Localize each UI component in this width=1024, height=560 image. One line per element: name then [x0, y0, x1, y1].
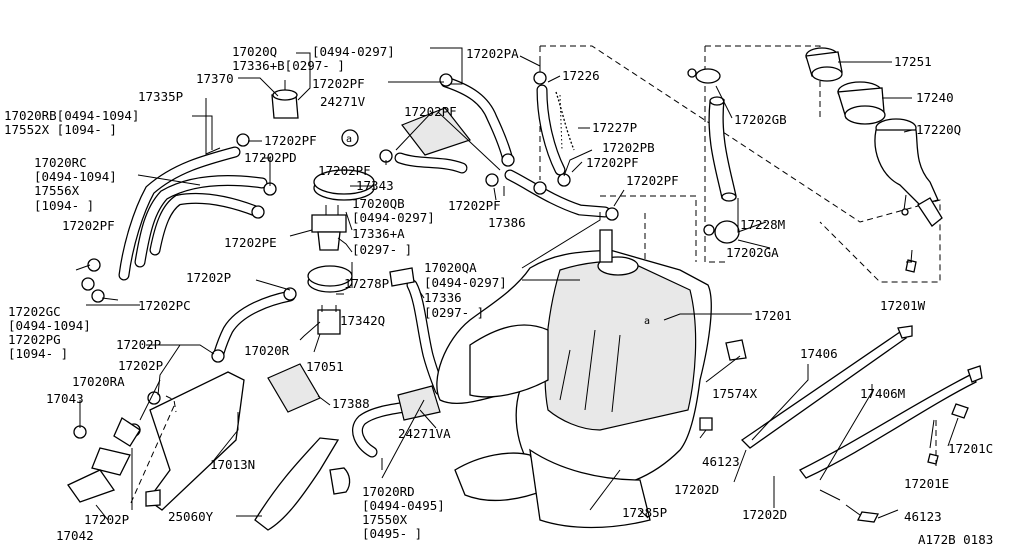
label-17201W: 17201W	[880, 298, 926, 313]
label-17202PB: 17202PB	[602, 140, 655, 155]
ref-marker-a-1: a	[346, 134, 352, 145]
label-17226: 17226	[562, 68, 600, 83]
label-17202GA: 17202GA	[726, 245, 779, 260]
label-17020QB: 17020QB	[352, 196, 405, 211]
small-parts	[67, 80, 969, 523]
label-17202PF-e: 17202PF	[586, 155, 639, 170]
leader-lines	[75, 47, 959, 521]
label-17201: 17201	[754, 308, 792, 323]
label-17020RD: 17020RD	[362, 484, 415, 499]
label-17202PG-range: [1094- ]	[8, 346, 68, 361]
label-17020QA: 17020QA	[424, 260, 477, 275]
label-17020Q-range: [0494-0297]	[312, 44, 395, 59]
label-17043: 17043	[46, 391, 84, 406]
label-17285P: 17285P	[622, 505, 667, 520]
label-17020QA-range: [0494-0297]	[424, 275, 507, 290]
label-17202PF-f: 17202PF	[626, 173, 679, 188]
label-17020RB: 17020RB[0494-1094]	[4, 108, 139, 123]
label-17020RC-range: [0494-1094]	[34, 169, 117, 184]
label-17202PD: 17202PD	[244, 150, 297, 165]
label-46123-a: 46123	[702, 454, 740, 469]
label-17202P-b: 17202P	[116, 337, 161, 352]
fuel-hoses	[118, 76, 611, 458]
label-17202GB: 17202GB	[734, 112, 787, 127]
label-17550X-range: [0495- ]	[362, 526, 422, 541]
label-17020QB-range: [0494-0297]	[352, 210, 435, 225]
label-17202GC: 17202GC	[8, 304, 61, 319]
label-25060Y: 25060Y	[168, 509, 214, 524]
label-17386: 17386	[488, 215, 526, 230]
label-17020RC: 17020RC	[34, 155, 87, 170]
label-17202P-d: 17202P	[84, 512, 129, 527]
label-17550X: 17550X	[362, 512, 408, 527]
label-17202PE: 17202PE	[224, 235, 277, 250]
label-17201E: 17201E	[904, 476, 949, 491]
label-24271V: 24271V	[320, 94, 366, 109]
label-17020R: 17020R	[244, 343, 290, 358]
label-17202PF-h: 17202PF	[62, 218, 115, 233]
diagram-id: A172B 0183	[918, 532, 993, 547]
label-17202GC-range: [0494-1094]	[8, 318, 91, 333]
label-17251: 17251	[894, 54, 932, 69]
label-17336A: 17336+A	[352, 226, 405, 241]
label-17042: 17042	[56, 528, 94, 543]
label-17552X: 17552X [1094- ]	[4, 122, 117, 137]
label-17228M: 17228M	[740, 217, 785, 232]
label-17574X: 17574X	[712, 386, 758, 401]
label-17227P: 17227P	[592, 120, 637, 135]
label-17202PC: 17202PC	[138, 298, 191, 313]
label-17336A-range: [0297- ]	[352, 242, 412, 257]
label-17556X-range: [1094- ]	[34, 198, 94, 213]
label-17202PF-c: 17202PF	[264, 133, 317, 148]
label-17220Q: 17220Q	[916, 122, 961, 137]
label-17020Q: 17020Q	[232, 44, 277, 59]
label-17370: 17370	[196, 71, 234, 86]
hose-clamps	[81, 71, 657, 437]
filler-neck-assembly	[687, 47, 943, 273]
label-46123-b: 46123	[904, 509, 942, 524]
label-17202PF-b: 17202PF	[404, 104, 457, 119]
label-17556X: 17556X	[34, 183, 80, 198]
label-17013N: 17013N	[210, 457, 255, 472]
label-17202PG: 17202PG	[8, 332, 61, 347]
label-17201C: 17201C	[948, 441, 993, 456]
ref-marker-a-2: a	[644, 316, 650, 327]
label-17343: 17343	[356, 178, 394, 193]
label-17336B: 17336+B[0297- ]	[232, 58, 345, 73]
label-17202P-c: 17202P	[118, 358, 163, 373]
label-17336-range: [0297- ]	[424, 305, 484, 320]
label-17406M: 17406M	[860, 386, 905, 401]
label-24271VA: 24271VA	[398, 426, 451, 441]
label-17202PF-g: 17202PF	[448, 198, 501, 213]
label-17342Q: 17342Q	[340, 313, 385, 328]
part-labels: 17020Q [0494-0297] 17336+B[0297- ] 17202…	[4, 44, 993, 547]
label-17278P: 17278P	[344, 276, 389, 291]
label-17020RA: 17020RA	[72, 374, 125, 389]
label-17335P: 17335P	[138, 89, 183, 104]
label-17336: 17336	[424, 290, 462, 305]
label-17051: 17051	[306, 359, 344, 374]
label-17240: 17240	[916, 90, 954, 105]
label-17202PF-a: 17202PF	[312, 76, 365, 91]
tank-straps	[145, 325, 983, 531]
label-17388: 17388	[332, 396, 370, 411]
label-17020RD-range: [0494-0495]	[362, 498, 445, 513]
fuel-tank	[436, 229, 712, 529]
label-17202D-a: 17202D	[674, 482, 719, 497]
label-17202P-a: 17202P	[186, 270, 231, 285]
label-17202PA: 17202PA	[466, 46, 519, 61]
label-17202D-b: 17202D	[742, 507, 787, 522]
label-17202PF-d: 17202PF	[318, 163, 371, 178]
label-17406: 17406	[800, 346, 838, 361]
